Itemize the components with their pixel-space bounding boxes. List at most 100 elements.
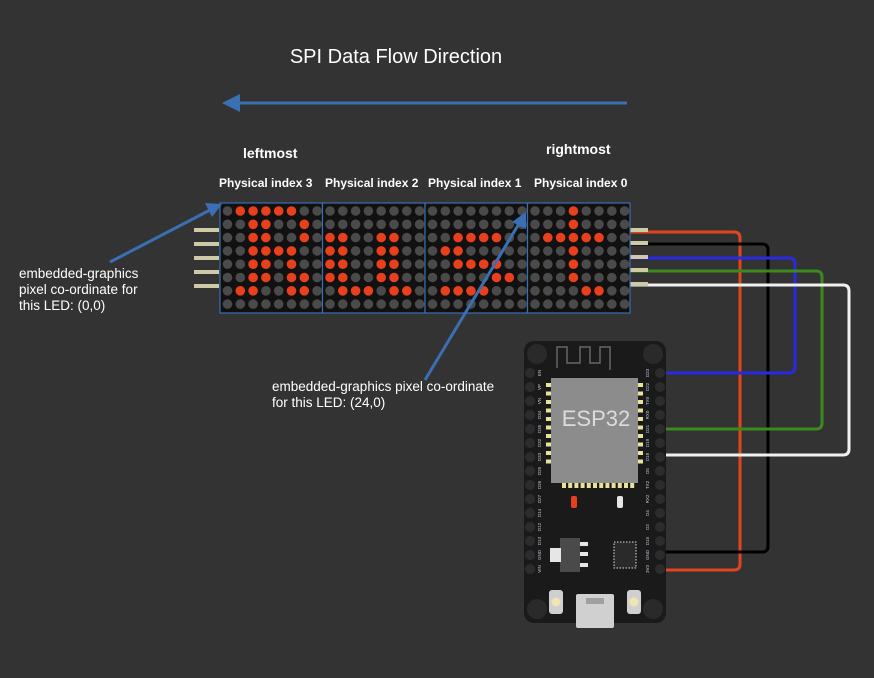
led-off	[235, 272, 246, 283]
chip-pad	[546, 459, 551, 464]
esp32-pin-label: EN	[537, 370, 542, 376]
led-off	[440, 259, 451, 270]
esp32-pin-label: D14	[537, 508, 542, 517]
led-off	[222, 232, 233, 243]
led-on	[248, 246, 258, 256]
led-off	[440, 206, 451, 216]
led-off	[402, 246, 412, 256]
led-off	[568, 299, 579, 309]
led-off	[504, 206, 515, 216]
led-on	[568, 232, 579, 243]
led-off	[312, 232, 322, 243]
led-on	[453, 232, 463, 243]
led-off	[414, 286, 425, 296]
led-on	[299, 232, 310, 243]
led-off	[312, 206, 322, 216]
led-off	[543, 286, 553, 296]
led-off	[350, 299, 361, 309]
led-off	[607, 286, 617, 296]
esp32-pin-label: VIN	[537, 565, 542, 573]
led-off	[530, 232, 540, 243]
led-on	[453, 286, 463, 296]
led-off	[581, 272, 591, 283]
led-off	[530, 246, 540, 256]
led-off	[363, 219, 374, 230]
led-on	[299, 219, 310, 230]
led-off	[543, 299, 553, 309]
annotation-arrow-24-0	[423, 212, 526, 381]
chip-pad	[611, 483, 616, 488]
esp32-pin-d2	[655, 522, 665, 532]
esp32-pin-d32	[525, 438, 535, 448]
led-off	[619, 219, 630, 230]
led-on	[440, 246, 451, 256]
esp32-pin-label: D15	[645, 536, 650, 545]
led-off	[376, 286, 387, 296]
esp32-pin-en	[525, 368, 535, 378]
led-off	[466, 206, 476, 216]
antenna-trace	[556, 346, 611, 370]
esp32-pin-label: GND	[645, 549, 650, 560]
esp32-pin-d13	[525, 536, 535, 546]
led-off	[619, 299, 630, 309]
led-off	[466, 219, 476, 230]
boot-button[interactable]	[627, 590, 641, 614]
led-off	[235, 232, 246, 243]
led-off	[427, 246, 438, 256]
chip-pad	[638, 391, 643, 396]
annotation-arrow-origin	[109, 203, 222, 264]
led-on	[389, 259, 399, 270]
wires	[628, 230, 851, 572]
led-off	[235, 246, 246, 256]
led-off	[581, 299, 591, 309]
led-off	[261, 286, 271, 296]
usb-port	[576, 594, 614, 628]
esp32-pin-d15	[655, 536, 665, 546]
led-off	[504, 259, 515, 270]
led-off	[376, 206, 387, 216]
en-button[interactable]	[549, 590, 563, 614]
esp32-pin-rx2	[655, 494, 665, 504]
led-off	[555, 286, 566, 296]
led-off	[440, 232, 451, 243]
esp32-pin-d27	[525, 494, 535, 504]
esp32-pin-vn	[525, 396, 535, 406]
led-on	[594, 232, 604, 243]
chip-pad	[638, 383, 643, 387]
led-on	[325, 246, 335, 256]
led-off	[607, 299, 617, 309]
led-off	[222, 286, 233, 296]
led-off	[414, 246, 425, 256]
led-on	[466, 232, 476, 243]
led-on	[286, 259, 297, 270]
led-on	[273, 206, 284, 216]
led-off	[427, 206, 438, 216]
esp32-pin-label: TX2	[645, 480, 650, 489]
led-off	[530, 286, 540, 296]
chip-pad	[638, 451, 643, 455]
chip-pad	[638, 400, 643, 404]
led-off	[427, 259, 438, 270]
led-off	[543, 206, 553, 216]
led-off	[363, 206, 374, 216]
led-off	[414, 299, 425, 309]
led-off	[504, 299, 515, 309]
led-off	[440, 272, 451, 283]
led-on	[389, 272, 399, 283]
esp32-pin-label: VN	[537, 398, 542, 404]
leftmost-label: leftmost	[243, 145, 298, 161]
led-off	[350, 219, 361, 230]
esp32-pin-gnd	[525, 550, 535, 560]
led-off	[389, 299, 399, 309]
led-off	[325, 286, 335, 296]
led-off	[594, 272, 604, 283]
led-on	[261, 259, 271, 270]
led-on	[261, 246, 271, 256]
power-led	[571, 496, 577, 508]
chip-pad	[586, 483, 591, 488]
led-off	[530, 272, 540, 283]
led-off	[517, 232, 527, 243]
led-off	[594, 299, 604, 309]
chip-pad	[546, 400, 551, 404]
led-off	[530, 259, 540, 270]
